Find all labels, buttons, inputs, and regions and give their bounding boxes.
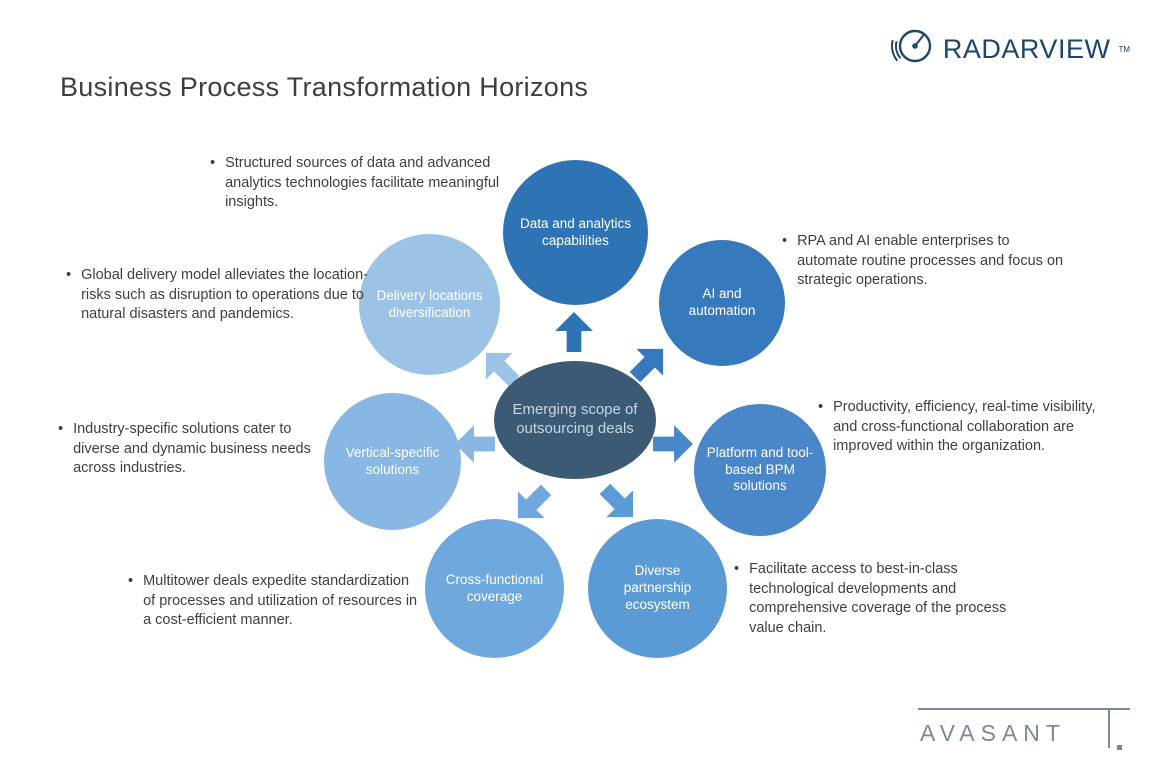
bullet-text: Global delivery model alleviates the loc… <box>81 267 369 323</box>
bullet-text: Facilitate access to best-in-class techn… <box>749 561 1007 636</box>
node-label: Cross-functional coverage <box>445 571 544 604</box>
arrow-to-vertical-specific-icon <box>455 425 495 463</box>
arrow-to-cross-functional-icon <box>517 484 552 519</box>
bullet-text: RPA and AI enable enterprises to automat… <box>797 233 1064 289</box>
diagram-center: Emerging scope of outsourcing deals <box>494 361 656 479</box>
node-label: Diverse partnership ecosystem <box>623 563 692 612</box>
bullet-global-delivery: • Global delivery model alleviates the l… <box>66 266 371 325</box>
bullet-best-in-class: • Facilitate access to best-in-class tec… <box>734 560 1039 638</box>
bullet-productivity: • Productivity, efficiency, real-time vi… <box>818 398 1118 457</box>
radarview-trademark: TM <box>1118 44 1130 54</box>
bullet-structured-data: • Structured sources of data and advance… <box>210 154 510 213</box>
arrow-to-diverse-partnership-icon <box>599 483 634 518</box>
bullet-text: Multitower deals expedite standardizatio… <box>143 573 418 629</box>
node-label: Delivery locations diversification <box>376 287 483 320</box>
bullet-marker: • <box>782 233 788 249</box>
node-cross-functional: Cross-functional coverage <box>425 519 564 658</box>
diagram-center-label: Emerging scope of outsourcing deals <box>512 401 638 437</box>
avasant-wordmark: AVASANT <box>920 720 1066 746</box>
avasant-dot <box>1117 745 1122 750</box>
avasant-rule <box>918 708 1130 710</box>
node-delivery-locations: Delivery locations diversification <box>359 234 500 375</box>
bullet-marker: • <box>818 399 824 415</box>
node-label: Data and analytics capabilities <box>519 215 632 248</box>
arrow-to-delivery-locations-icon <box>485 352 520 387</box>
bullet-marker: • <box>128 573 134 589</box>
bullet-marker: • <box>58 421 64 437</box>
node-platform-bpm: Platform and tool-based BPM solutions <box>694 404 826 536</box>
bullet-multitower: • Multitower deals expedite standardizat… <box>128 572 423 631</box>
node-data-analytics: Data and analytics capabilities <box>503 160 648 305</box>
radarview-logo: RADARVIEW TM <box>889 26 1130 72</box>
bullet-text: Productivity, efficiency, real-time visi… <box>833 399 1096 455</box>
bullet-text: Structured sources of data and advanced … <box>225 155 500 211</box>
bullet-rpa-ai: • RPA and AI enable enterprises to autom… <box>782 232 1072 291</box>
bullet-marker: • <box>66 267 72 283</box>
avasant-bar <box>1108 708 1110 748</box>
bullet-marker: • <box>734 561 740 577</box>
arrow-to-platform-bpm-icon <box>653 425 693 463</box>
node-label: AI and automation <box>688 286 756 318</box>
radarview-wordmark: RADARVIEW <box>942 33 1111 64</box>
node-ai-automation: AI and automation <box>659 240 785 366</box>
node-label: Platform and tool-based BPM solutions <box>706 444 814 494</box>
avasant-logo: AVASANT <box>918 708 1130 754</box>
arrow-to-ai-automation-icon <box>629 348 664 383</box>
bullet-marker: • <box>210 155 216 171</box>
arrow-to-data-analytics-icon <box>555 312 593 352</box>
bullet-industry-specific: • Industry-specific solutions cater to d… <box>58 420 328 479</box>
bullet-text: Industry-specific solutions cater to div… <box>73 421 311 477</box>
page-title: Business Process Transformation Horizons <box>60 72 589 102</box>
radar-icon <box>889 26 937 72</box>
node-vertical-specific: Vertical-specific solutions <box>324 393 461 530</box>
node-diverse-partnership: Diverse partnership ecosystem <box>588 519 727 658</box>
node-label: Vertical-specific solutions <box>345 444 440 477</box>
